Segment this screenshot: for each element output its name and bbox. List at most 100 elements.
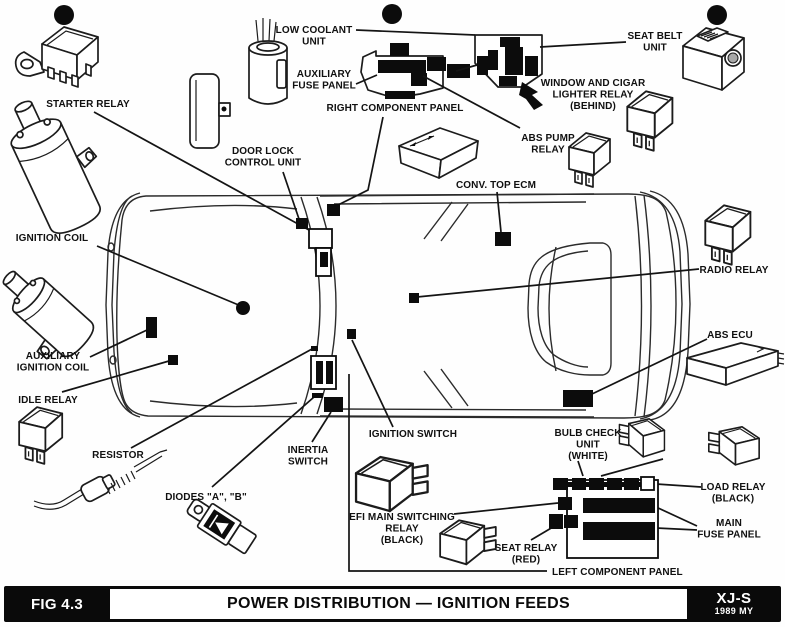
leader-bulb-check-2 xyxy=(600,458,664,477)
label-conv-top-ecm: CONV. TOP ECM xyxy=(456,180,536,191)
marker-lcp-fuse-3 xyxy=(589,478,604,490)
label-seat-relay: SEAT RELAY xyxy=(495,543,558,554)
roof-rails xyxy=(319,193,595,418)
marker-abs-ecu-target xyxy=(563,390,593,407)
seat-belt-unit-illustration xyxy=(682,27,745,91)
page-dot-right xyxy=(707,5,727,25)
marker-lcp-sq-7 xyxy=(549,514,563,529)
label-main-fuse-panel: FUSE PANEL xyxy=(697,530,761,541)
marker-heater-bar-1 xyxy=(316,361,323,384)
label-main-fuse-panel: MAIN xyxy=(716,518,742,529)
label-efi-main-switching-relay: (BLACK) xyxy=(381,535,423,546)
hood-lines xyxy=(149,204,298,408)
leader-inertia-switch xyxy=(311,411,332,443)
marker-door-lock-target xyxy=(296,218,308,229)
marker-lcp-fuse-5 xyxy=(624,478,639,490)
label-ignition-switch: IGNITION SWITCH xyxy=(369,429,457,440)
low-coolant-unit-illustration xyxy=(248,18,288,105)
label-door-lock-control-unit: DOOR LOCK xyxy=(232,146,295,157)
front-bumper xyxy=(105,192,141,418)
marker-lcp-link-3 xyxy=(604,482,607,487)
figure-number: FIG 4.3 xyxy=(30,595,84,613)
page-dot-center xyxy=(382,4,402,24)
label-seat-belt-unit: SEAT BELT xyxy=(628,31,683,42)
marker-lcp-fuse-1 xyxy=(553,478,568,490)
abs-pump-relay-illustration-2 xyxy=(568,132,611,188)
marker-inertia-target xyxy=(324,397,343,412)
label-window-cigar-lighter-relay: WINDOW AND CIGAR xyxy=(541,78,646,89)
leader-auxiliary-ignition-coil xyxy=(89,329,148,358)
label-abs-pump-relay: RELAY xyxy=(531,145,565,156)
leader-conv-top-ecm xyxy=(496,191,502,233)
label-radio-relay: RADIO RELAY xyxy=(699,265,768,276)
leader-ignition-switch xyxy=(351,339,394,428)
starter-relay-illustration xyxy=(14,26,99,88)
seat-relay-illustration xyxy=(439,519,497,566)
leader-radio-relay xyxy=(416,268,700,298)
marker-lcp-link-5 xyxy=(639,482,641,487)
marker-lcp-link-2 xyxy=(586,482,589,487)
marker-lcp-sq-8 xyxy=(564,515,578,528)
label-resistor: RESISTOR xyxy=(92,450,144,461)
marker-idle-target xyxy=(168,355,178,365)
figure-title: POWER DISTRIBUTION — IGNITION FEEDS xyxy=(110,589,687,619)
leader-idle-relay xyxy=(61,360,170,393)
door-lock-control-unit-illustration xyxy=(189,73,231,149)
marker-ecm-target xyxy=(495,232,511,246)
figure-bar: FIG 4.3 POWER DISTRIBUTION — IGNITION FE… xyxy=(4,586,781,622)
label-bulb-check-unit: (WHITE) xyxy=(568,451,608,462)
marker-lcp-fuse-white xyxy=(640,476,655,491)
ignition-coil-illustration xyxy=(10,100,102,235)
label-auxiliary-fuse-panel: FUSE PANEL xyxy=(292,81,356,92)
label-right-component-panel: RIGHT COMPONENT PANEL xyxy=(327,103,464,114)
leader-abs-pump-relay xyxy=(422,75,521,129)
leader-ignition-coil xyxy=(96,245,242,307)
abs-pump-relay-illustration-1 xyxy=(626,90,674,152)
door-seams xyxy=(423,201,469,409)
resistor-illustration xyxy=(33,449,168,510)
marker-ignition-switch-target xyxy=(347,329,356,339)
leader-abs-ecu xyxy=(591,338,708,395)
page-dot-left xyxy=(54,5,74,25)
label-auxiliary-ignition-coil: AUXILIARY xyxy=(26,351,81,362)
leader-low-coolant-unit xyxy=(355,29,476,36)
idle-relay-illustration xyxy=(18,406,64,465)
pointer-arrow-icon xyxy=(519,82,543,110)
label-abs-pump-relay: ABS PUMP xyxy=(521,133,575,144)
marker-lcp-link-4 xyxy=(622,482,624,487)
label-starter-relay: STARTER RELAY xyxy=(46,99,130,110)
model-year: 1989 MY xyxy=(714,606,754,617)
component-labels: STARTER RELAY LOW COOLANT UNIT AUXILIARY FUS… xyxy=(16,25,769,578)
car-top-view-illustration xyxy=(105,190,691,421)
label-seat-relay: (RED) xyxy=(512,555,540,566)
leader-bulb-check-1 xyxy=(577,460,584,477)
marker-right-panel-target xyxy=(327,204,340,216)
marker-lcp-fuse-2 xyxy=(572,478,586,490)
marker-heater-bar-2 xyxy=(326,361,333,384)
label-inertia-switch: SWITCH xyxy=(288,457,328,468)
marker-lcp-link-1 xyxy=(568,482,572,487)
marker-lcp-outline xyxy=(566,479,659,559)
label-idle-relay: IDLE RELAY xyxy=(18,395,78,406)
window-cigar-lighter-panel-illustration xyxy=(474,34,543,110)
auxiliary-ignition-coil-illustration xyxy=(2,270,95,360)
right-component-panel-illustration xyxy=(360,43,470,99)
rear-bumper xyxy=(639,191,683,420)
label-abs-ecu: ABS ECU xyxy=(707,330,753,341)
abs-ecu-illustration xyxy=(686,342,785,386)
marker-aux-coil-target xyxy=(146,317,157,338)
label-bulb-check-unit: BULB CHECK xyxy=(554,428,622,439)
conv-top-ecm-illustration xyxy=(398,127,479,179)
location-markers xyxy=(54,4,727,559)
efi-main-switching-relay-illustration xyxy=(354,455,429,513)
label-low-coolant-unit: LOW COOLANT xyxy=(276,25,353,36)
label-diodes-a-b: DIODES "A", "B" xyxy=(165,492,247,503)
label-bulb-check-unit: UNIT xyxy=(576,440,600,451)
leader-left-component-panel xyxy=(348,374,547,572)
leader-load-relay xyxy=(655,483,702,488)
label-inertia-switch: INERTIA xyxy=(288,445,329,456)
label-left-component-panel: LEFT COMPONENT PANEL xyxy=(552,567,683,578)
model-badge: XJ-S 1989 MY xyxy=(687,586,781,622)
